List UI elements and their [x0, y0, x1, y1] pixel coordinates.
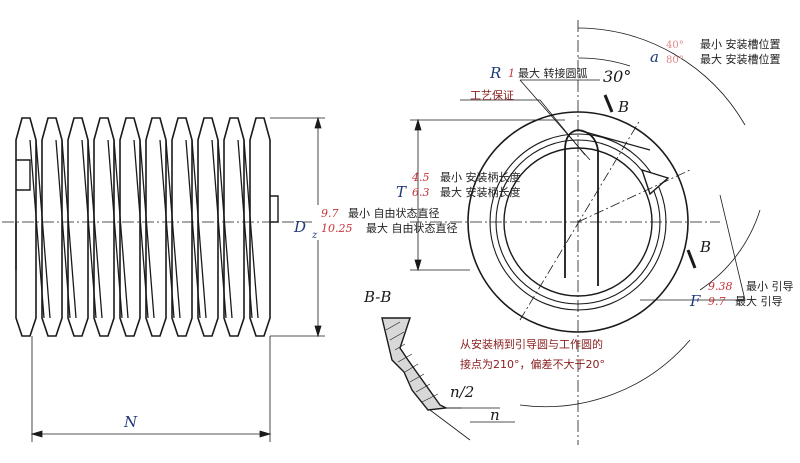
install-notch: [640, 168, 670, 196]
cut-mark-top: [603, 94, 614, 113]
label-half-n: n/2: [450, 383, 474, 401]
label-f: F: [689, 292, 701, 310]
t-min-value: 4.5: [411, 171, 430, 184]
label-b-bottom: B: [699, 238, 711, 256]
label-r: R: [489, 64, 501, 82]
dimension-n: [30, 336, 272, 442]
t-max-text: 最大 安装柄长度: [440, 185, 521, 199]
label-a: a: [650, 48, 659, 66]
a-max-value: 80°: [666, 55, 684, 66]
label-section: B-B: [363, 288, 391, 306]
tang-notch-right: [270, 195, 279, 223]
angle-arcs: [519, 27, 761, 408]
insert-side-view: N: [2, 116, 325, 442]
note-line-1: 从安装柄到引导圆与工作圆的: [460, 337, 603, 351]
insert-end-view: [410, 20, 761, 445]
label-d: D: [293, 218, 306, 236]
a-min-text: 最小 安装槽位置: [700, 37, 781, 51]
note-line-2: 接点为210°，偏差不大于20°: [460, 357, 605, 371]
angle-30: 30°: [603, 67, 631, 86]
f-max-value: 9.7: [708, 295, 726, 308]
process-text: 工艺保证: [470, 88, 514, 102]
f-min-value: 9.38: [708, 280, 733, 293]
label-b-top: B: [617, 98, 629, 116]
a-min-value: 40°: [666, 40, 684, 51]
cut-mark-bottom: [686, 249, 697, 269]
tang: [564, 129, 599, 286]
guide-circle: [489, 133, 667, 311]
label-z: z: [311, 230, 318, 241]
dimension-d: [270, 116, 325, 338]
outer-circle: [467, 111, 689, 333]
leaders: [460, 79, 746, 301]
t-min-text: 最小 安装柄长度: [440, 170, 521, 184]
d-min-value: 9.7: [321, 207, 339, 220]
thread-coils: [15, 117, 271, 337]
f-min-text: 最小 引导: [746, 279, 794, 293]
r-value: 1: [508, 67, 515, 80]
section-b-b: [381, 317, 515, 441]
inner-circle: [503, 147, 653, 297]
label-n-small: n: [490, 406, 500, 424]
r-text: 最大 转接圆弧: [518, 66, 588, 80]
section-profile: [381, 317, 449, 411]
helix-lines: [29, 139, 259, 319]
d-max-value: 10.25: [321, 222, 353, 235]
label-t: T: [396, 183, 407, 201]
d-min-text: 最小 自由状态直径: [348, 206, 440, 220]
t-max-value: 6.3: [412, 186, 430, 199]
tang-notch-left: [16, 159, 31, 191]
dimension-t: [410, 118, 565, 272]
work-circle: [495, 139, 661, 305]
d-max-text: 最大 自由状态直径: [366, 221, 458, 235]
a-max-text: 最大 安装槽位置: [700, 52, 781, 66]
label-n: N: [123, 413, 138, 431]
f-max-text: 最大 引导: [735, 294, 783, 308]
